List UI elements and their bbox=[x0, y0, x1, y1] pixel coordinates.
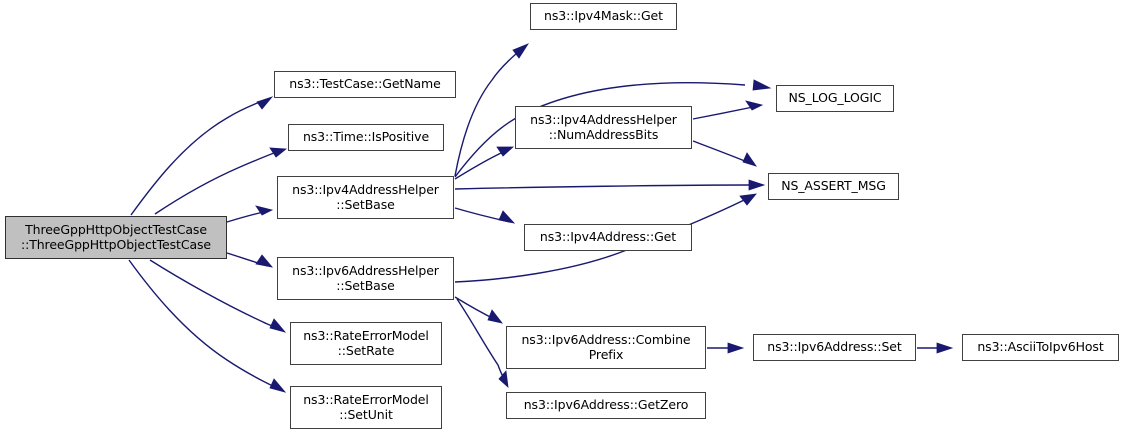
graph-node-ipv6addressset[interactable]: ns3::Ipv6Address::Set bbox=[753, 334, 916, 361]
graph-node-label-ipv4maskget: ns3::Ipv4Mask::Get bbox=[544, 8, 663, 24]
graph-node-ispositive[interactable]: ns3::Time::IsPositive bbox=[288, 124, 444, 151]
graph-node-numaddressbits[interactable]: ns3::Ipv4AddressHelper ::NumAddressBits bbox=[515, 106, 692, 149]
graph-node-asciitoipv6host[interactable]: ns3::AsciiToIpv6Host bbox=[962, 334, 1119, 361]
graph-node-nsloglogic[interactable]: NS_LOG_LOGIC bbox=[776, 85, 894, 112]
graph-node-label-nsassertmsg: NS_ASSERT_MSG bbox=[781, 178, 886, 194]
arrowhead-ipv4setbase-to-nsassertmsg bbox=[748, 179, 766, 191]
graph-node-ipv4maskget[interactable]: ns3::Ipv4Mask::Get bbox=[530, 3, 677, 30]
call-edge-root-to-ispositive bbox=[154, 149, 283, 215]
graph-node-getname[interactable]: ns3::TestCase::GetName bbox=[274, 71, 456, 98]
graph-node-getzero[interactable]: ns3::Ipv6Address::GetZero bbox=[506, 392, 706, 419]
call-edge-root-to-setunit bbox=[128, 259, 282, 391]
graph-node-label-nsloglogic: NS_LOG_LOGIC bbox=[788, 90, 882, 106]
arrowhead-numaddressbits-to-nsloglogic bbox=[745, 100, 764, 111]
graph-node-ipv4addressget[interactable]: ns3::Ipv4Address::Get bbox=[524, 224, 692, 251]
graph-node-label-getzero: ns3::Ipv6Address::GetZero bbox=[523, 397, 689, 413]
call-edge-numaddressbits-to-nsassertmsg bbox=[692, 140, 753, 165]
arrowhead-root-to-getname bbox=[256, 96, 274, 110]
arrowhead-ipv6setbase-to-combineprefix bbox=[487, 309, 503, 324]
call-edge-ipv4setbase-to-ipv4maskget bbox=[454, 46, 525, 177]
graph-node-combineprefix[interactable]: ns3::Ipv6Address::Combine Prefix bbox=[506, 326, 706, 369]
call-edge-ipv4setbase-to-nsloglogic bbox=[454, 81, 746, 178]
graph-node-label-getname: ns3::TestCase::GetName bbox=[289, 76, 441, 92]
arrowhead-root-to-setunit bbox=[269, 378, 287, 393]
call-edge-ipv6setbase-to-nsassertmsg bbox=[454, 195, 753, 283]
arrowhead-ipv4setbase-to-nsloglogic bbox=[752, 79, 772, 91]
graph-node-label-root: ThreeGppHttpObjectTestCase ::ThreeGppHtt… bbox=[20, 222, 212, 252]
graph-node-nsassertmsg[interactable]: NS_ASSERT_MSG bbox=[768, 173, 899, 200]
graph-node-label-combineprefix: ns3::Ipv6Address::Combine Prefix bbox=[521, 332, 691, 362]
graph-node-label-ispositive: ns3::Time::IsPositive bbox=[302, 129, 430, 145]
arrowhead-root-to-ipv4setbase bbox=[255, 205, 274, 216]
arrowhead-root-to-ispositive bbox=[269, 147, 288, 158]
graph-node-label-setunit: ns3::RateErrorModel ::SetUnit bbox=[303, 392, 429, 422]
graph-node-ipv4setbase[interactable]: ns3::Ipv4AddressHelper ::SetBase bbox=[277, 176, 454, 219]
graph-node-label-numaddressbits: ns3::Ipv4AddressHelper ::NumAddressBits bbox=[530, 112, 677, 142]
graph-node-setrate[interactable]: ns3::RateErrorModel ::SetRate bbox=[290, 322, 442, 365]
graph-node-label-asciitoipv6host: ns3::AsciiToIpv6Host bbox=[977, 339, 1104, 355]
arrowhead-ipv4setbase-to-numaddressbits bbox=[496, 146, 515, 157]
graph-node-setunit[interactable]: ns3::RateErrorModel ::SetUnit bbox=[290, 386, 442, 429]
call-edge-ipv4setbase-to-nsassertmsg bbox=[454, 184, 751, 190]
arrowhead-root-to-ipv6setbase bbox=[255, 254, 274, 268]
call-edge-root-to-getname bbox=[130, 98, 269, 216]
call-edge-numaddressbits-to-nsloglogic bbox=[692, 105, 759, 120]
arrowhead-combineprefix-to-ipv6addressset bbox=[727, 342, 745, 354]
graph-node-ipv6setbase[interactable]: ns3::Ipv6AddressHelper ::SetBase bbox=[277, 257, 454, 300]
graph-node-root: ThreeGppHttpObjectTestCase ::ThreeGppHtt… bbox=[5, 216, 227, 259]
arrowhead-ipv4setbase-to-ipv4maskget bbox=[512, 43, 530, 59]
call-edge-root-to-setrate bbox=[149, 259, 282, 331]
arrowhead-ipv6setbase-to-getzero bbox=[498, 370, 509, 389]
graph-node-label-setrate: ns3::RateErrorModel ::SetRate bbox=[303, 328, 429, 358]
arrowhead-ipv6setbase-to-nsassertmsg bbox=[739, 193, 757, 206]
graph-node-label-ipv6addressset: ns3::Ipv6Address::Set bbox=[767, 339, 902, 355]
arrowhead-root-to-setrate bbox=[269, 318, 287, 333]
graph-node-label-ipv4setbase: ns3::Ipv4AddressHelper ::SetBase bbox=[292, 182, 439, 212]
arrowhead-ipv4setbase-to-ipv4addressget bbox=[498, 210, 516, 224]
graph-node-label-ipv4addressget: ns3::Ipv4Address::Get bbox=[539, 229, 677, 245]
arrowhead-numaddressbits-to-nsassertmsg bbox=[742, 152, 757, 167]
arrowhead-ipv6addressset-to-asciitoipv6host bbox=[936, 342, 954, 354]
graph-node-label-ipv6setbase: ns3::Ipv6AddressHelper ::SetBase bbox=[292, 263, 439, 293]
